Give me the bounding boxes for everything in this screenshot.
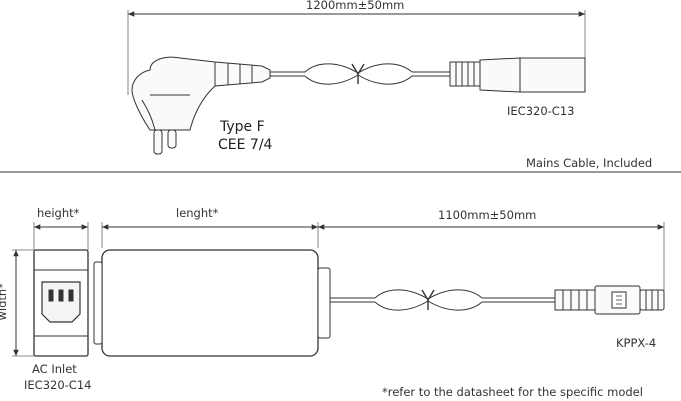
mains-cable-right [412,71,450,77]
cable-coil-top [304,63,413,85]
plug-type-label: Type F [220,119,265,135]
kppx-4-label: KPPX-4 [616,336,657,350]
output-cable-length-label: 1100mm±50mm [438,208,537,222]
adapter-drawing [12,222,665,357]
mains-cable-caption: Mains Cable, Included [526,156,653,170]
datasheet-footnote: *refer to the datasheet for the specific… [382,385,643,399]
iec-c13-label: IEC320-C13 [507,104,575,118]
schuko-plug-icon [131,56,271,155]
length-label: lenght* [176,206,219,220]
adapter-end-view [33,249,89,357]
top-length-dimension-label: 1200mm±50mm [306,0,405,12]
mains-cable-left [270,71,305,77]
iec-c13-connector-icon [449,57,586,93]
ac-inlet-c14-icon [41,281,81,323]
output-cable-right [482,297,555,303]
adapter-body [93,249,331,357]
output-cable-left [330,297,375,303]
plug-standard-label: CEE 7/4 [218,137,273,153]
height-label: height* [37,206,80,220]
ac-inlet-label: AC Inlet [32,362,77,376]
width-label: width* [0,283,9,321]
cable-coil-bottom [374,289,483,311]
kppx-4-connector-icon [554,285,665,315]
mains-cable-drawing [127,10,586,155]
iec-c14-label: IEC320-C14 [24,378,92,392]
